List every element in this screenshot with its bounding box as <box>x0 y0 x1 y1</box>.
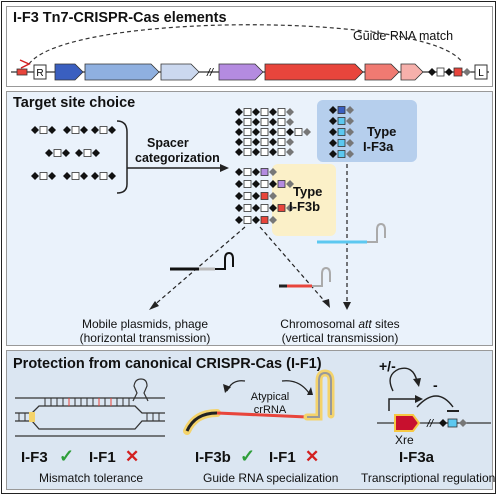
categorized-array <box>235 168 277 176</box>
spacer-array <box>31 172 56 180</box>
chromosomal-suffix: sites <box>371 317 400 331</box>
repeat-diamond <box>428 68 436 76</box>
panel-title-elements: I-F3 Tn7-CRISPR-Cas elements <box>13 10 227 26</box>
arrow-head <box>220 164 229 172</box>
left-spacer-arrays <box>31 126 116 180</box>
reg-caption: Transcriptional regulation <box>361 471 496 485</box>
element-map: R // L <box>11 24 489 81</box>
spacer-label: Spacer <box>147 136 189 150</box>
gene-tnsA <box>54 63 84 81</box>
check-icon: ✓ <box>59 446 75 466</box>
right-end-label: R <box>36 68 43 79</box>
categorized-array <box>235 180 294 188</box>
spacer-array <box>45 149 70 157</box>
xre-label: Xre <box>395 433 414 447</box>
categorized-array <box>235 138 294 146</box>
categorization-label: categorization <box>135 151 220 165</box>
spacer-box <box>436 67 445 77</box>
left-end-label: L <box>478 68 484 79</box>
crRNA-cyan <box>317 222 386 244</box>
red-marker <box>16 68 28 76</box>
spacer-array <box>91 126 116 134</box>
regulation-diagram: // <box>377 367 491 432</box>
dashed-to-chromosomal-b <box>259 226 328 305</box>
plus-minus-label: +/- <box>379 358 396 374</box>
type-b-label-2: I-F3b <box>289 199 321 214</box>
mismatch-i-f3: I-F3 <box>21 449 48 466</box>
gene-cas8-5 <box>264 63 364 81</box>
categorized-array <box>235 204 294 212</box>
gene-cas6 <box>400 63 424 81</box>
atypical-crRNA <box>183 369 335 435</box>
crRNA-mobile <box>170 251 234 271</box>
type-a-label-2: I-F3a <box>363 139 394 154</box>
reg-title: I-F3a <box>399 449 435 466</box>
mobile-label-2: (horizontal transmission) <box>79 331 211 345</box>
cross-icon: ✕ <box>125 447 140 466</box>
guide-caption: Guide RNA specialization <box>203 471 339 485</box>
left-end-box <box>474 64 488 80</box>
type-a-spacer <box>329 106 354 114</box>
bracket <box>116 120 128 194</box>
panel-elements: I-F3 Tn7-CRISPR-Cas elements Guide RNA m… <box>6 6 493 87</box>
protection-diagram: // <box>15 367 491 437</box>
categorized-array <box>235 118 294 126</box>
spacer-array <box>75 149 100 157</box>
gene-tnsB <box>84 63 160 81</box>
guide-match-label: Guide RNA match <box>353 29 454 43</box>
type-a-spacer <box>329 128 354 136</box>
gene-tnsC <box>160 63 200 81</box>
repeat-diamond-grey <box>463 68 471 76</box>
atypical-label-1: Atypical <box>250 391 290 403</box>
categorized-array <box>235 108 294 116</box>
guide-match-arc <box>28 24 463 65</box>
spacer-array <box>31 126 56 134</box>
categorized-array <box>235 128 311 136</box>
spacer-array <box>63 172 88 180</box>
spacer-array <box>91 172 116 180</box>
type-a-label-1: Type <box>367 124 397 139</box>
spacer-red <box>453 67 463 77</box>
arc-arrowhead <box>19 59 31 69</box>
panel-protection: // Protection from canonical CRISPR-Cas … <box>6 350 496 490</box>
chromosomal-prefix: Chromosomal <box>280 317 359 331</box>
type-a-spacer <box>329 117 354 125</box>
svg-text://: // <box>426 418 434 430</box>
type-a-spacer <box>329 139 354 147</box>
mismatch-i-f1: I-F1 <box>89 449 116 466</box>
atypical-label-2: crRNA <box>253 404 287 416</box>
type-b-label-1: Type <box>293 184 323 199</box>
gene-tniQ <box>218 63 264 81</box>
break-mark: // <box>206 67 214 79</box>
panel-title-protection: Protection from canonical CRISPR-Cas (I-… <box>13 356 322 372</box>
chromosomal-att: att <box>358 317 372 331</box>
type-a-spacer <box>329 150 354 158</box>
r-loop-dna <box>15 378 165 437</box>
check-icon: ✓ <box>240 446 256 466</box>
cross-icon: ✕ <box>305 447 320 466</box>
panel-title-target: Target site choice <box>13 95 136 111</box>
gene-cas7 <box>364 63 400 81</box>
categorized-arrays <box>235 106 354 224</box>
dashed-to-mobile <box>151 226 246 308</box>
guide-i-f3b: I-F3b <box>195 449 231 466</box>
categorized-array <box>235 192 277 200</box>
categorized-array <box>235 216 277 224</box>
target-site-diagram <box>31 100 417 310</box>
mismatch-caption: Mismatch tolerance <box>39 471 144 485</box>
right-end-box <box>33 64 47 80</box>
repeat-diamond <box>445 68 453 76</box>
categorized-array <box>235 148 294 156</box>
mobile-label-1: Mobile plasmids, phage <box>81 317 209 331</box>
panel-target-site: Target site choice Spacer categorization… <box>6 91 493 346</box>
guide-i-f1: I-F1 <box>269 449 296 466</box>
spacer-array <box>63 126 88 134</box>
minus-label: - <box>433 377 438 393</box>
chromosomal-label-1: Chromosomal att sites <box>265 317 415 331</box>
chromosomal-label-2: (vertical transmission) <box>281 331 399 345</box>
crRNA-red <box>279 266 331 288</box>
